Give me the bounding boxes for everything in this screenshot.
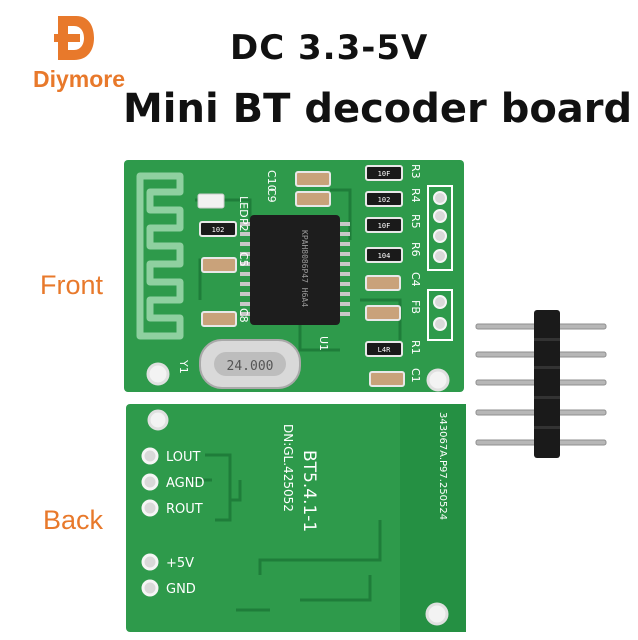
silk-label: LED <box>237 196 250 218</box>
pin-header <box>475 310 607 458</box>
pin-pad-lout <box>141 447 159 465</box>
resistor-value: 102 <box>378 196 391 204</box>
header-pad <box>433 209 447 223</box>
pin-label-5v: +5V <box>166 556 194 571</box>
silk-label: U1 <box>317 336 330 351</box>
resistor-value: L4R <box>378 346 391 354</box>
pin-pad-rout <box>141 499 159 517</box>
silk-label: C4 <box>409 272 422 287</box>
silk-label: C5 <box>237 252 250 267</box>
resistor-value: 104 <box>378 252 391 260</box>
silk-label: FB <box>409 300 422 314</box>
mount-hole <box>426 368 450 392</box>
model-text: BT5.4.1-1 <box>299 450 319 532</box>
header-pad <box>433 191 447 205</box>
antenna-trace <box>136 172 184 340</box>
mount-hole <box>425 602 449 626</box>
title-line-1: DC 3.3-5V <box>230 28 429 68</box>
resistor-value: 10F <box>378 170 391 178</box>
back-pcb <box>126 404 466 632</box>
led <box>197 193 225 209</box>
header-pad <box>433 229 447 243</box>
pin-label-lout: LOUT <box>166 450 201 465</box>
dn-text: DN:GL.425052 <box>281 424 295 512</box>
capacitor <box>201 257 237 273</box>
silk-label: R6 <box>409 242 422 257</box>
resistor-value: 102 <box>212 226 225 234</box>
diymore-logo-icon <box>54 16 94 60</box>
resistor <box>365 217 403 233</box>
capacitor <box>365 275 401 291</box>
crystal-marking: 24.000 <box>227 359 274 374</box>
resistor <box>365 247 403 263</box>
silk-label: R1 <box>409 340 422 355</box>
back-board: LOUT AGND ROUT +5V GND DN:GL.425052 BT5.… <box>126 404 466 632</box>
mount-hole <box>147 409 169 431</box>
back-label: Back <box>43 505 104 535</box>
silk-label: P2 <box>237 218 250 232</box>
resistor <box>365 341 403 357</box>
resistor <box>199 221 237 237</box>
resistor <box>365 191 403 207</box>
silk-label: C10 <box>265 170 278 192</box>
decoder-ic <box>250 215 340 325</box>
mount-hole <box>146 362 170 386</box>
silk-label: R5 <box>409 214 422 229</box>
capacitor <box>369 371 405 387</box>
edge-text: 343067A.P97.250524 <box>437 412 448 520</box>
pin-label-agnd: AGND <box>166 476 204 491</box>
front-label: Front <box>40 270 104 300</box>
brand-name: Diymore <box>32 66 126 92</box>
title-line-2: Mini BT decoder board <box>123 86 633 132</box>
silk-label: C8 <box>237 308 250 323</box>
capacitor <box>295 171 331 187</box>
header-pad <box>433 317 447 331</box>
pin-pad-gnd <box>141 579 159 597</box>
silk-label: C9 <box>265 188 278 203</box>
silk-label: R3 <box>409 164 422 179</box>
chip-marking: KPAH8086P47 H6A4 <box>300 230 309 307</box>
pin-label-rout: ROUT <box>166 502 203 517</box>
silk-label: Y1 <box>177 359 190 374</box>
capacitor <box>201 311 237 327</box>
resistor-value: 10F <box>378 222 391 230</box>
header-pad <box>433 249 447 263</box>
pin-pad-agnd <box>141 473 159 491</box>
capacitor <box>365 305 401 321</box>
pin-label-gnd: GND <box>166 582 196 597</box>
header-plastic <box>534 310 560 458</box>
silk-label: R4 <box>409 188 422 203</box>
front-board: KPAH8086P47 H6A4 24.000 10F 102 <box>124 160 464 392</box>
header-pad <box>433 295 447 309</box>
pin-pad-5v <box>141 553 159 571</box>
resistor <box>365 165 403 181</box>
brand-logo: Diymore <box>14 8 134 93</box>
capacitor <box>295 191 331 207</box>
silk-label: C1 <box>409 368 422 383</box>
